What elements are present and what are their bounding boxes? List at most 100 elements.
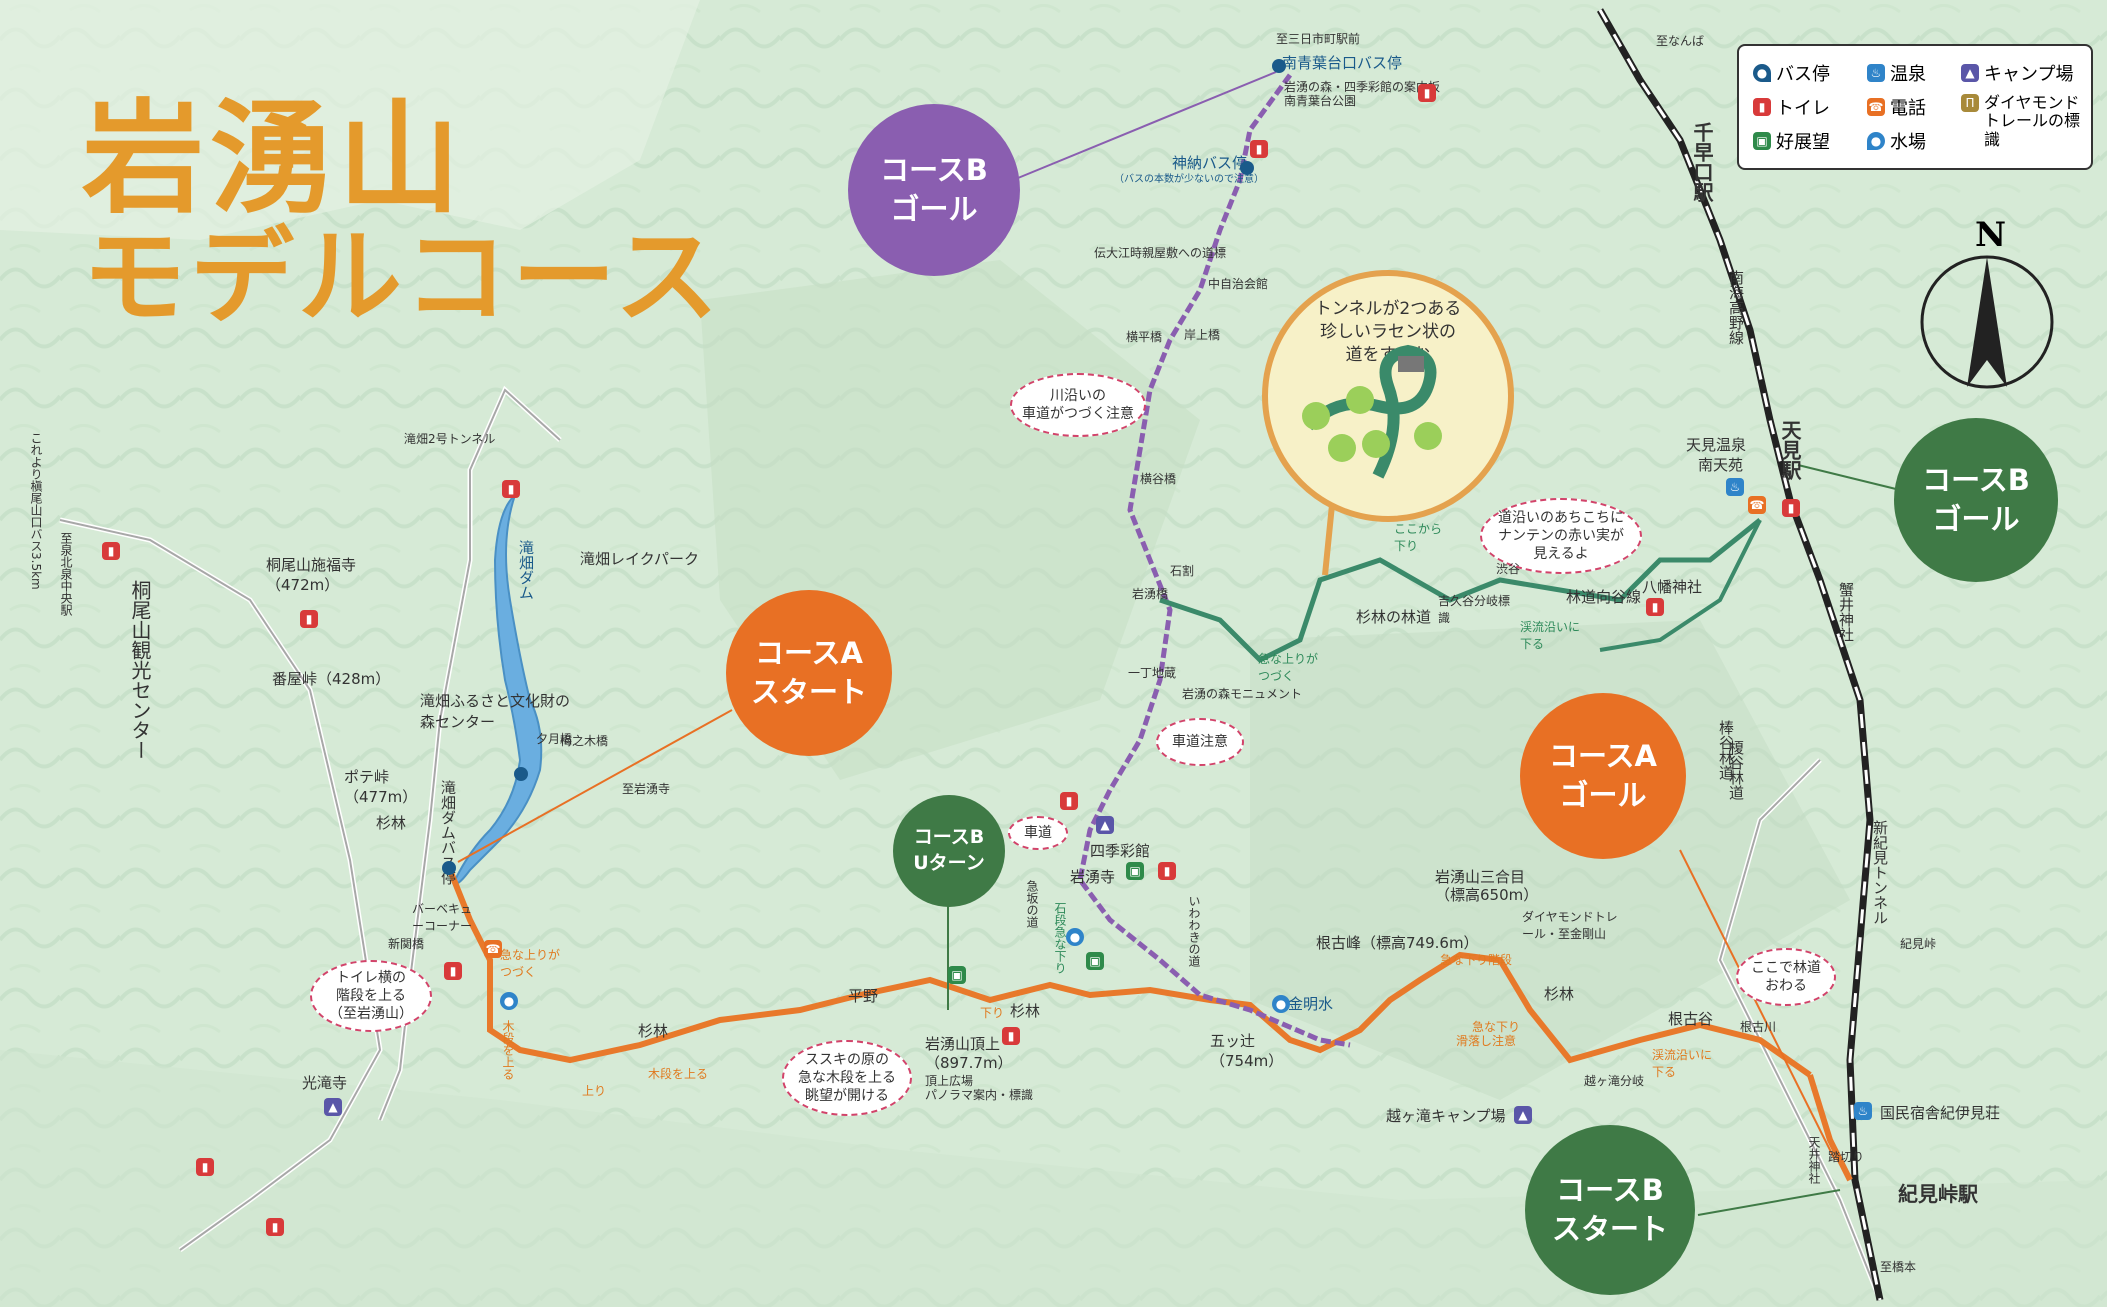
spiral-tunnel-inset: トンネルが2つある 珍しいラセン状の 道をすすむ (1262, 270, 1514, 522)
label-hachiman: 八幡神社 (1642, 578, 1703, 596)
course-b-uturn-circle: コースB Uターン (893, 795, 1005, 907)
connector-b-goal-top (1017, 71, 1277, 179)
label-komyoji: 光滝寺 (302, 1074, 348, 1092)
label-koshigataki-camp: 越ヶ滝キャンプ場 (1386, 1107, 1506, 1125)
title-line2: モデルコース (82, 216, 723, 339)
bus-stop-icon (442, 860, 456, 879)
label-nantenen: 南天苑 (1698, 456, 1744, 474)
onsen-icon: ♨ (1867, 64, 1885, 82)
label-takihata-lake: 滝畑レイクパーク (580, 550, 699, 568)
water-icon: ● (1867, 132, 1885, 150)
map-title: 岩湧山 モデルコース (82, 95, 723, 332)
toilet-icon: ▮ (1002, 1025, 1020, 1045)
toilet-icon: ▮ (1060, 790, 1078, 810)
label-shibugawa: 渋谷 (1496, 562, 1521, 576)
course-b-start-circle: コースB スタート (1525, 1125, 1695, 1295)
label-minami-aobadai-park: 南青葉台公園 (1284, 94, 1357, 108)
bubble-car-road: 車道 (1008, 816, 1068, 850)
label-rindo-shita: 渓流沿いに下る (1652, 1048, 1713, 1079)
label-kimitoge: 紀見峠 (1900, 937, 1937, 951)
label-takihata-tunnel: 滝畑2号トンネル (404, 432, 496, 446)
label-nankai-line: 南海高野線 (1727, 270, 1745, 345)
label-kyu-kudari: 急な下り階段 (1440, 953, 1513, 967)
legend-bus: ●バス停 (1753, 60, 1830, 86)
label-oe-note: 伝大江時親屋敷への道標 (1094, 246, 1227, 260)
label-banyatoge: 番屋峠（428m） (272, 670, 391, 688)
label-shikisai: 四季彩館 (1090, 842, 1151, 860)
label-nakaji: 中自治会館 (1208, 277, 1269, 291)
label-to-hashimoto: 至橋本 (1880, 1260, 1917, 1274)
toilet-icon: ▮ (502, 478, 520, 498)
camp-icon: ▲ (324, 1096, 342, 1116)
label-yashiki-road: 榎谷林道 (1727, 740, 1745, 800)
connector-b-start (1697, 1189, 1841, 1216)
toilet-icon: ▮ (196, 1156, 214, 1176)
course-b-goal-right-circle: コースB ゴール (1894, 418, 2058, 582)
label-itsutsuji: 五ッ辻 (1210, 1032, 1256, 1050)
viewpoint-icon: ▣ (1753, 132, 1771, 150)
legend-camp: ▲キャンプ場 (1961, 60, 2073, 86)
legend-toilet: ▮トイレ (1753, 94, 1830, 120)
label-to-mikkaichi: 至三日市町駅前 (1276, 32, 1361, 46)
label-takihata-center: 滝畑ふるさと文化財の森センター (420, 692, 571, 731)
legend-onsen: ♨温泉 (1867, 60, 1926, 86)
label-hirano: 平野 (848, 987, 879, 1005)
label-to-namba: 至なんば (1656, 34, 1705, 48)
connector-a-start (457, 709, 733, 863)
connector-a-goal (1679, 849, 1836, 1161)
toilet-icon: ▮ (444, 960, 462, 980)
label-kiosan-center: 桐尾山観光センター (128, 580, 152, 760)
onsen-icon: ♨ (1726, 476, 1744, 496)
label-shinkirin: 新関橋 (388, 937, 425, 951)
bubble-car-road-caution: 車道注意 (1156, 718, 1244, 766)
water-icon: ● (1272, 993, 1290, 1013)
label-summit-note: 頂上広場 (925, 1074, 974, 1088)
label-takihata-bus: 滝畑ダムバス停 (439, 780, 457, 885)
bubble-toilet-stairs: トイレ横の 階段を上る （至岩湧山） (310, 960, 432, 1032)
compass-rose-icon: N (1920, 215, 2054, 389)
label-bunyatani: 林道向谷線 (1566, 588, 1642, 606)
label-sangoume-alt: （標高650m） (1435, 886, 1539, 904)
label-to-izumi: 至泉北泉中央駅 (59, 532, 73, 616)
label-kokumin: 国民宿舎紀伊見荘 (1880, 1104, 2001, 1122)
bubble-nanten: 道沿いのあちこちに ナンテンの赤い実が 見えるよ (1480, 498, 1642, 574)
label-kudari: 下り (980, 1006, 1005, 1020)
label-summit-alt: （897.7m） (925, 1054, 1013, 1072)
course-a-goal-circle: コースA ゴール (1520, 693, 1686, 859)
label-itcho-jizo: 一丁地蔵 (1128, 666, 1177, 680)
label-koshigataki-branch: 越ヶ滝分岐 (1584, 1074, 1645, 1088)
toilet-icon: ▮ (300, 608, 318, 628)
compass: N (1915, 212, 2065, 396)
label-kyu-kudari2: 急な下り (1472, 1020, 1521, 1034)
label-kanou-shrine: 蟹井神社 (1837, 582, 1855, 642)
viewpoint-icon: ▣ (948, 964, 966, 984)
water-icon: ● (500, 990, 518, 1010)
label-kyu-nobori: 急な上りがつづく (500, 948, 561, 979)
label-yokotani: 横谷橋 (1140, 472, 1177, 486)
phone-icon: ☎ (1867, 98, 1885, 116)
toilet-icon: ▮ (266, 1216, 284, 1236)
label-bunkijou: 吉久谷分岐標識 (1438, 594, 1511, 625)
label-iwawaki-bridge: 岩湧橋 (1132, 587, 1169, 601)
label-shinkimi-tunnel: 新紀見トンネル (1871, 820, 1889, 925)
course-b-goal-top-circle: コースB ゴール (848, 104, 1020, 276)
label-suberi: 滑落し注意 (1456, 1034, 1517, 1048)
label-itsutsuji-alt: （754m） (1210, 1052, 1284, 1070)
camp-icon: ▲ (1961, 64, 1979, 82)
toilet-icon: ▮ (1646, 596, 1664, 616)
label-kiosuri: 桐尾山施福寺 (266, 556, 357, 574)
label-iwawaki-summit: 岩湧山頂上 (925, 1035, 1001, 1053)
label-minami-aobadai: 南青葉台口バス停 (1282, 54, 1403, 72)
phone-icon: ☎ (484, 940, 502, 958)
label-iwawaki-path: いわわきの道 (1187, 895, 1201, 967)
toilet-icon: ▮ (102, 540, 120, 560)
label-barbecue: バーベキューコーナー (412, 902, 473, 933)
compass-north-label: N (1975, 215, 2006, 255)
label-ishigoro: 石割 (1170, 564, 1195, 578)
label-chihayaguchi: 千早口駅 (1690, 122, 1714, 202)
label-amami-onsen: 天見温泉 (1686, 436, 1747, 454)
